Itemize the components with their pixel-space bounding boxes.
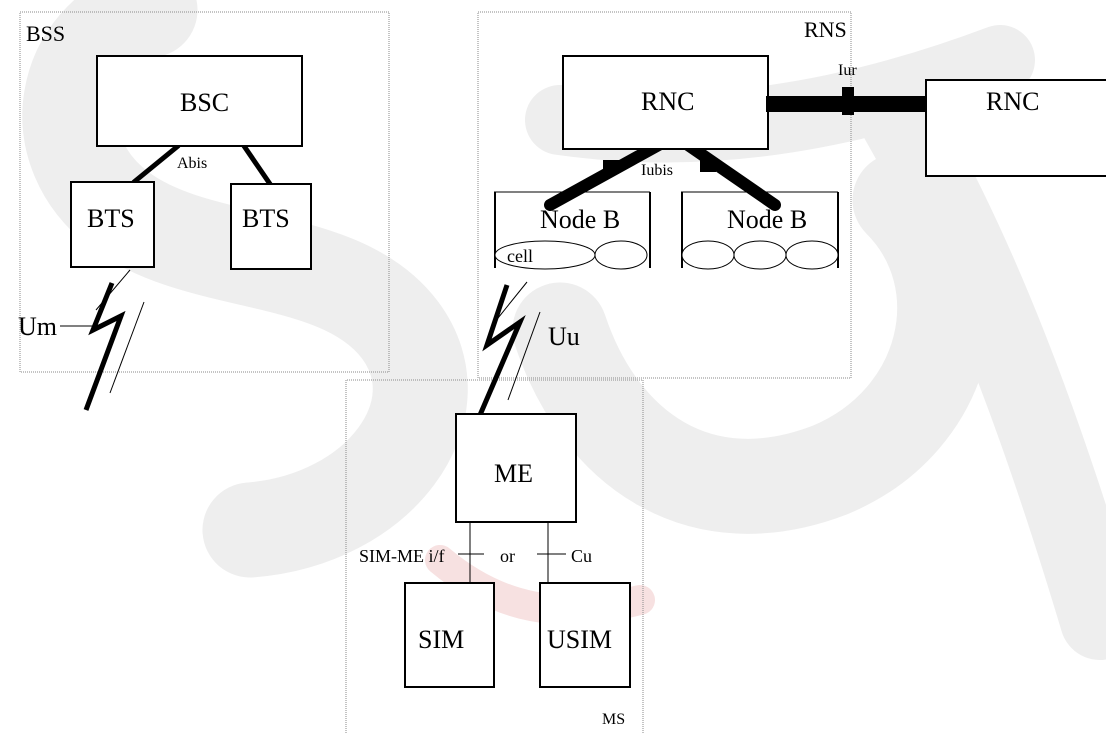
sim-label: SIM: [418, 625, 464, 654]
cell-ellipse-5: [785, 240, 839, 270]
um-label: Um: [18, 312, 57, 341]
bsc-node: [96, 55, 303, 147]
sim-me-interface-label: SIM-ME i/f: [359, 546, 445, 566]
nodeb-right-label: Node B: [727, 205, 807, 234]
abis-label: Abis: [177, 155, 207, 172]
nodeb-right-node: [681, 191, 839, 270]
cu-label: Cu: [571, 546, 592, 566]
uu-label: Uu: [548, 322, 580, 351]
iur-link: [766, 87, 925, 115]
usim-label: USIM: [547, 625, 612, 654]
bss-label: BSS: [26, 21, 65, 46]
rnc-remote-label: RNC: [986, 87, 1039, 116]
um-radio-link: [60, 269, 145, 411]
ms-label: MS: [602, 711, 625, 728]
rnc-main-label: RNC: [641, 87, 694, 116]
uu-radio-link: [477, 281, 541, 416]
rns-boundary: [477, 11, 852, 379]
rnc-main-node: [562, 55, 769, 150]
bts-right-node: [230, 183, 312, 270]
sim-me-links: [458, 522, 566, 583]
iur-label: Iur: [838, 62, 857, 79]
iub-label: Iubis: [641, 162, 673, 179]
rnc-remote-node: [925, 79, 1106, 177]
cell-ellipse-3: [681, 240, 735, 270]
or-label: or: [500, 546, 515, 566]
rns-label: RNS: [804, 17, 847, 42]
bts-left-node: [70, 181, 155, 268]
me-label: ME: [494, 459, 533, 488]
me-node: [455, 413, 577, 523]
ms-boundary: [345, 379, 644, 733]
bsc-label: BSC: [180, 88, 229, 117]
bss-boundary: [19, 11, 390, 373]
bts-left-label: BTS: [87, 204, 135, 233]
cell-label: cell: [507, 246, 533, 266]
bts-right-label: BTS: [242, 204, 290, 233]
cell-ellipse-2: [594, 240, 648, 270]
usim-node: [539, 582, 631, 688]
sim-node: [404, 582, 495, 688]
abis-links: [131, 143, 273, 187]
cell-ellipse-4: [733, 240, 787, 270]
